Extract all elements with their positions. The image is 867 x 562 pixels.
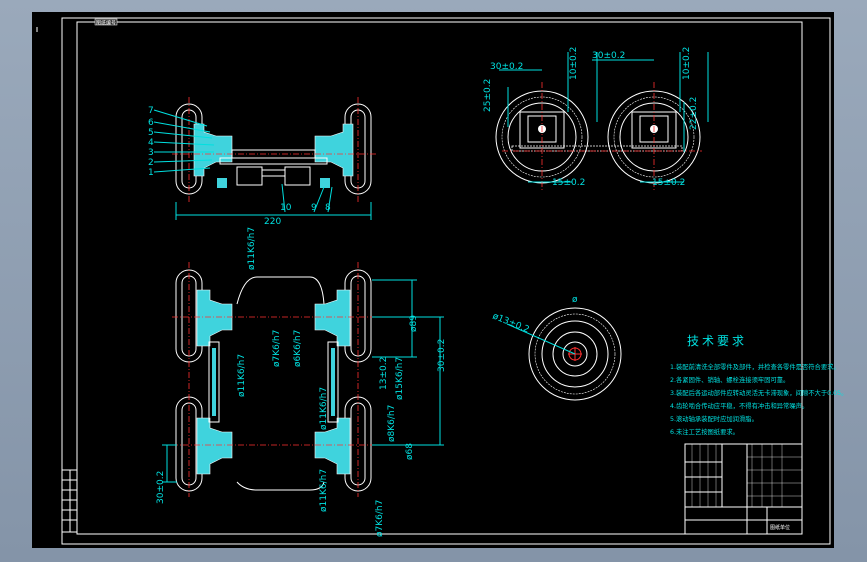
front-dim-11: 13±0.2	[379, 357, 389, 390]
balloon-1: 7	[148, 106, 154, 116]
front-dim-13: ø8K6/h7	[387, 405, 397, 442]
wheel-detail-view	[506, 307, 622, 401]
balloon-7: 1	[148, 168, 154, 178]
top-tag-text: 图纸编号	[96, 20, 116, 27]
tech-req-item-6: 6.未注工艺按图纸要求。	[670, 427, 739, 436]
title-block-company: 图纸单位	[770, 524, 790, 531]
side-view	[495, 52, 709, 192]
side-dim-5: 30±0.2	[592, 51, 625, 61]
front-dim-14: ø68	[405, 443, 415, 460]
balloon-4: 4	[148, 138, 154, 148]
tech-req-heading: 技术要求	[687, 334, 747, 348]
tag-10: 10	[280, 203, 292, 213]
front-dim-3: ø6K6/h7	[293, 330, 303, 367]
front-dim-2: ø7K6/h7	[272, 330, 282, 367]
tech-req-item-2: 2.各紧固件、销轴、螺栓连接须牢固可靠。	[670, 375, 789, 384]
balloon-5: 3	[148, 148, 154, 158]
outer-frame	[61, 17, 831, 545]
tech-req-item-3: 3.装配后各运动部件应转动灵活无卡滞现象，间隙不大于0.05。	[670, 388, 847, 397]
side-dim-1: 30±0.2	[490, 62, 523, 72]
title-block	[684, 443, 803, 535]
tech-req-item-4: 4.齿轮啮合传动应平稳，不得有冲击和异常噪声。	[670, 401, 808, 410]
revision-strip	[61, 469, 78, 533]
balloon-3: 5	[148, 128, 154, 138]
tag-8: 8	[325, 203, 331, 213]
front-dim-10: 30±0.2	[437, 339, 447, 372]
tag-9: 9	[311, 203, 317, 213]
tech-req-item-5: 5.滚动轴承装配时应加润滑脂。	[670, 414, 758, 423]
balloon-6: 2	[148, 158, 154, 168]
side-dim-3: 25±0.2	[483, 79, 493, 112]
wheel-dim-2: ø13±0.2	[491, 312, 531, 336]
front-dim-5: 30±0.2	[156, 471, 166, 504]
front-dim-12: ø15K6/h7	[395, 357, 405, 400]
side-dim-7: 22±0.2	[689, 97, 699, 130]
front-dim-8: ø7K6/h7	[375, 500, 385, 537]
top-view: 220	[153, 97, 377, 227]
front-view	[162, 262, 444, 497]
side-dim-4: 15±0.2	[552, 178, 585, 188]
top-view-width-dim: 220	[264, 217, 281, 227]
top-tag-box	[94, 18, 118, 26]
side-dim-8: 15±0.2	[652, 178, 685, 188]
cad-viewport[interactable]: 图纸编号 220	[32, 12, 847, 548]
front-dim-9: ø89	[409, 315, 419, 332]
front-dim-1: ø11K6/h7	[247, 227, 257, 270]
front-dim-7: ø11K6/h7	[319, 469, 329, 512]
side-dim-2: 10±0.2	[569, 47, 579, 80]
balloon-2: 6	[148, 118, 154, 128]
front-dim-4: ø11K6/h7	[237, 354, 247, 397]
front-dim-6: ø11K6/h7	[319, 387, 329, 430]
side-dim-6: 10±0.2	[682, 47, 692, 80]
drawing-canvas[interactable]: 图纸编号 220	[32, 12, 847, 548]
wheel-dim-1: ø	[572, 295, 578, 305]
tech-req-item-1: 1.装配前清洗全部零件及部件，并检查各零件是否符合要求。	[670, 362, 840, 371]
